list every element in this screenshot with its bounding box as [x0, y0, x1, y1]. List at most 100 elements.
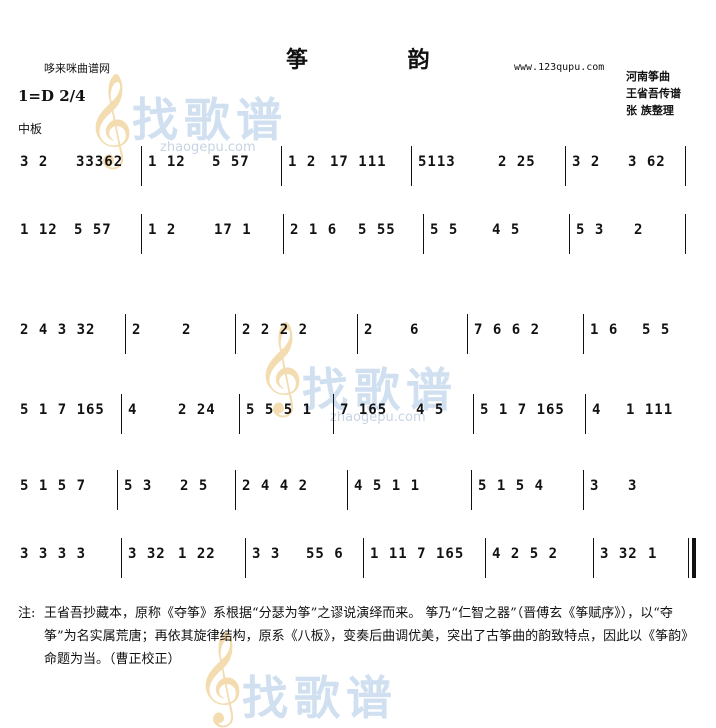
- notes: 5 1 7 165: [20, 402, 105, 418]
- measure: 5 1 7 165: [14, 394, 122, 434]
- notes: 4: [128, 402, 138, 418]
- notes: 3: [628, 478, 638, 494]
- notes: 3: [590, 478, 600, 494]
- watermark-clef-icon: 𝄞: [86, 72, 134, 165]
- watermark-url: zhaogepu.com: [160, 140, 256, 155]
- page-title: 筝 韵: [286, 47, 476, 73]
- note-label: 注:: [18, 606, 36, 621]
- notes: 7 6 6 2: [474, 322, 541, 338]
- notes: 5 1 5 7: [20, 478, 87, 494]
- notes: 3 3: [252, 546, 281, 562]
- measure: 1 2 17 1: [142, 214, 284, 254]
- notes: 4 2 5 2: [492, 546, 559, 562]
- measure: 3 32 1: [594, 538, 684, 578]
- notes: 3 62: [628, 154, 666, 170]
- measure: 7 6 6 2: [468, 314, 584, 354]
- notes: 1 2: [288, 154, 317, 170]
- measure: 5 1 5 4: [472, 470, 584, 510]
- notes: 5 3: [576, 222, 605, 238]
- measure: 1 11 7 165: [364, 538, 486, 578]
- notes: 1: [648, 546, 658, 562]
- notes: 33362: [76, 154, 124, 170]
- notes: 5 5 5 1: [246, 402, 313, 418]
- notes: 1 111: [626, 402, 674, 418]
- notes: 4 5 1 1: [354, 478, 421, 494]
- key-signature: 1=D 2/4: [18, 87, 86, 105]
- notes: 5 57: [74, 222, 112, 238]
- measure: 5 3 2: [570, 214, 686, 254]
- measure: 4 5 1 1: [348, 470, 472, 510]
- notes: 55 6: [306, 546, 344, 562]
- measure: 5 5 4 5: [424, 214, 570, 254]
- notes: 2 2 2 2: [242, 322, 309, 338]
- notes: 5 5: [430, 222, 459, 238]
- notes: 2 24: [178, 402, 216, 418]
- measure: 5 3 2 5: [118, 470, 236, 510]
- watermark-logo: 找歌谱: [302, 363, 458, 417]
- measure: 2 1 6 5 55: [284, 214, 424, 254]
- measure: 2 4 4 2: [236, 470, 348, 510]
- credit-line: 河南筝曲: [626, 70, 670, 83]
- measure: 2 2 2 2: [236, 314, 358, 354]
- watermark-clef-icon: 𝄞: [256, 320, 304, 413]
- watermark-logo: 找歌谱: [132, 93, 288, 147]
- notes: 3 2: [20, 154, 49, 170]
- notes: 3 3 3 3: [20, 546, 87, 562]
- notes: 2 25: [498, 154, 536, 170]
- measure: 5 5 5 1: [240, 394, 334, 434]
- notes: 5 3: [124, 478, 153, 494]
- measure: 3 2 33362: [14, 146, 142, 186]
- measure: 4 1 111: [586, 394, 702, 434]
- watermark-logo: 找歌谱: [242, 671, 398, 725]
- measure: 7 165 4 5: [334, 394, 474, 434]
- footnote-text: 王省吾抄藏本，原称《夺筝》系根据“分瑟为筝”之谬说演绎而来。 筝乃“仁智之器”（…: [44, 606, 688, 667]
- notes: 5 55: [358, 222, 396, 238]
- notes: 1 6: [590, 322, 619, 338]
- score-row: 5 1 7 165 4 2 24 5 5 5 1 7 165 4 5 5 1 7 1…: [14, 390, 702, 442]
- notes: 17 111: [330, 154, 387, 170]
- measure: 3 3 55 6: [246, 538, 364, 578]
- score-row: 5 1 5 7 5 3 2 5 2 4 4 2 4 5 1 1 5 1 5 4 3…: [14, 466, 702, 518]
- notes: 2: [634, 222, 644, 238]
- measure: 5 1 5 7: [14, 470, 118, 510]
- site-name: 哆来咪曲谱网: [44, 62, 110, 75]
- notes: 5 1 7 165: [480, 402, 565, 418]
- notes: 7 165: [340, 402, 388, 418]
- notes: 3 32: [600, 546, 638, 562]
- notes: 2 4 3 32: [20, 322, 96, 338]
- notes: 2 1 6: [290, 222, 338, 238]
- notes: 2 5: [180, 478, 209, 494]
- notes: 17 1: [214, 222, 252, 238]
- measure: 4 2 24: [122, 394, 240, 434]
- notes: 4 5: [492, 222, 521, 238]
- notes: 2 4 4 2: [242, 478, 309, 494]
- notes: 1 12: [148, 154, 186, 170]
- measure: 1 6 5 5: [584, 314, 702, 354]
- notes: 5 57: [212, 154, 250, 170]
- measure: 2 4 3 32: [14, 314, 126, 354]
- notes: 4: [592, 402, 602, 418]
- measure: 3 3 3 3: [14, 538, 122, 578]
- watermark-url: zhaogepu.com: [330, 410, 426, 425]
- measure: 1 12 5 57: [142, 146, 282, 186]
- notes: 6: [410, 322, 420, 338]
- notes: 2: [182, 322, 192, 338]
- notes: 3 2: [572, 154, 601, 170]
- measure: 5 1 7 165: [474, 394, 586, 434]
- notes: 4 5: [416, 402, 445, 418]
- notes: 1 2: [148, 222, 177, 238]
- credit-line: 张 族整理: [626, 104, 674, 117]
- notes: 5 5: [642, 322, 671, 338]
- notes: 5113: [418, 154, 456, 170]
- tempo-marking: 中板: [18, 122, 43, 136]
- notes: 2: [132, 322, 142, 338]
- notes: 1 12: [20, 222, 58, 238]
- measure: 5113 2 25: [412, 146, 566, 186]
- measure: 1 2 17 111: [282, 146, 412, 186]
